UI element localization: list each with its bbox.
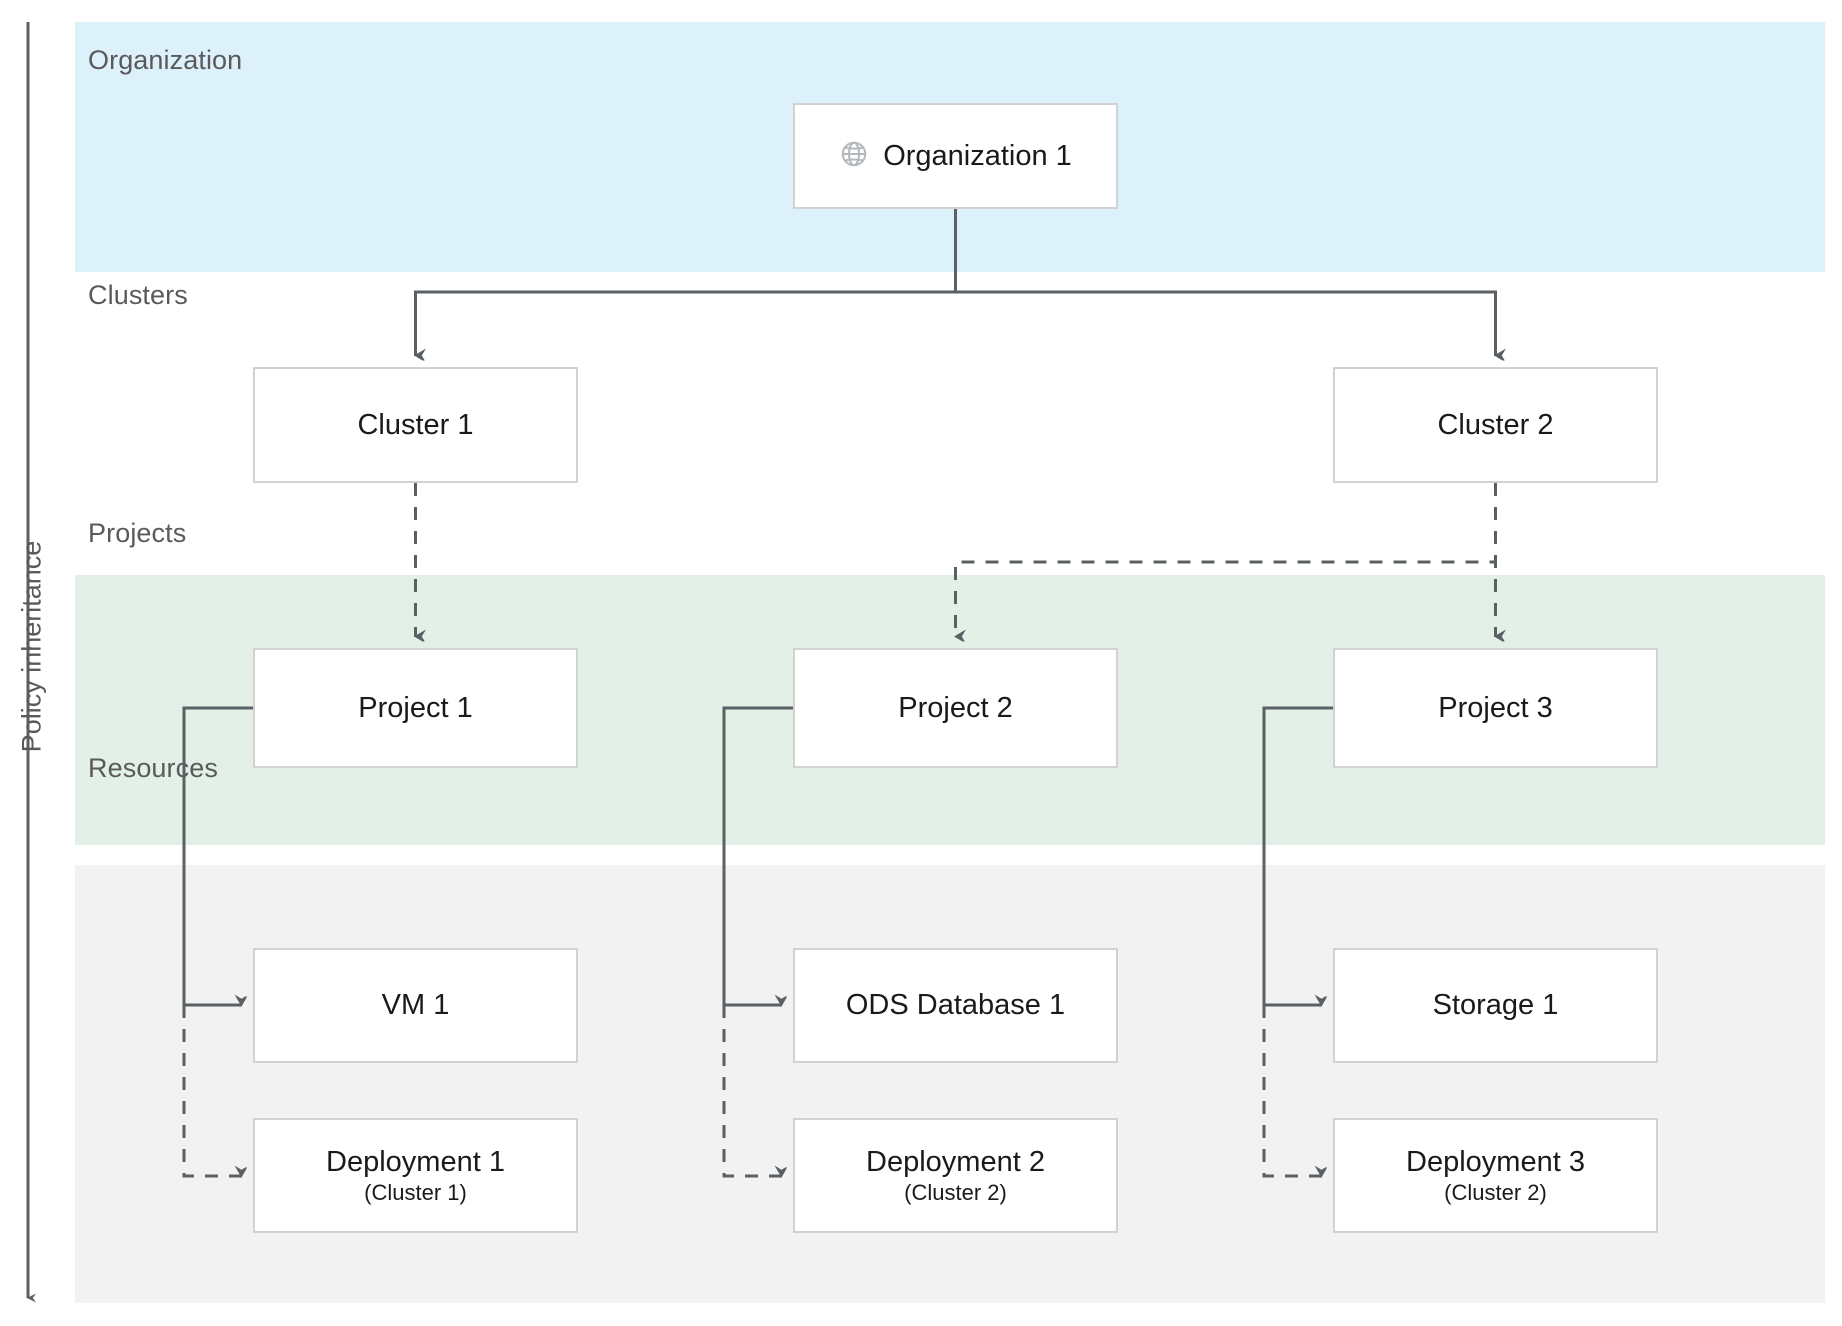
policy-inheritance-axis: Policy inheritance bbox=[0, 0, 75, 1326]
node-label: Storage 1 bbox=[1432, 989, 1559, 1022]
node-label: Project 2 bbox=[898, 691, 1013, 724]
node-deployment-2[interactable]: Deployment 2 (Cluster 2) bbox=[793, 1118, 1118, 1233]
node-storage-1[interactable]: Storage 1 bbox=[1333, 948, 1658, 1063]
node-label: Cluster 2 bbox=[1437, 408, 1554, 441]
band-label-organization: Organization bbox=[88, 45, 243, 75]
node-label: Project 1 bbox=[358, 691, 473, 724]
node-project-1[interactable]: Project 1 bbox=[253, 648, 578, 768]
policy-inheritance-arrow-icon bbox=[26, 22, 36, 1303]
node-sublabel: (Cluster 2) bbox=[904, 1180, 1007, 1206]
node-sublabel: (Cluster 1) bbox=[364, 1180, 467, 1206]
node-cluster-2[interactable]: Cluster 2 bbox=[1333, 367, 1658, 483]
node-label: ODS Database 1 bbox=[845, 989, 1066, 1022]
node-label: Deployment 1 bbox=[326, 1145, 505, 1178]
node-label: Organization 1 bbox=[883, 139, 1072, 172]
node-deployment-3[interactable]: Deployment 3 (Cluster 2) bbox=[1333, 1118, 1658, 1233]
node-deployment-1[interactable]: Deployment 1 (Cluster 1) bbox=[253, 1118, 578, 1233]
node-label: Project 3 bbox=[1438, 691, 1553, 724]
node-vm-1[interactable]: VM 1 bbox=[253, 948, 578, 1063]
band-resources bbox=[75, 865, 1825, 1303]
node-label: Cluster 1 bbox=[357, 408, 474, 441]
node-project-3[interactable]: Project 3 bbox=[1333, 648, 1658, 768]
node-organization-1[interactable]: Organization 1 bbox=[793, 103, 1118, 209]
node-ods-database-1[interactable]: ODS Database 1 bbox=[793, 948, 1118, 1063]
node-project-2[interactable]: Project 2 bbox=[793, 648, 1118, 768]
node-cluster-1[interactable]: Cluster 1 bbox=[253, 367, 578, 483]
node-label: Deployment 3 bbox=[1406, 1145, 1585, 1178]
band-label-clusters: Clusters bbox=[88, 280, 188, 310]
node-sublabel: (Cluster 2) bbox=[1444, 1180, 1547, 1206]
node-label: Deployment 2 bbox=[866, 1145, 1045, 1178]
node-label: VM 1 bbox=[381, 989, 450, 1022]
globe-icon bbox=[839, 139, 869, 174]
policy-inheritance-label: Policy inheritance bbox=[16, 540, 47, 753]
band-label-projects: Projects bbox=[88, 518, 187, 548]
band-label-resources: Resources bbox=[88, 753, 218, 783]
